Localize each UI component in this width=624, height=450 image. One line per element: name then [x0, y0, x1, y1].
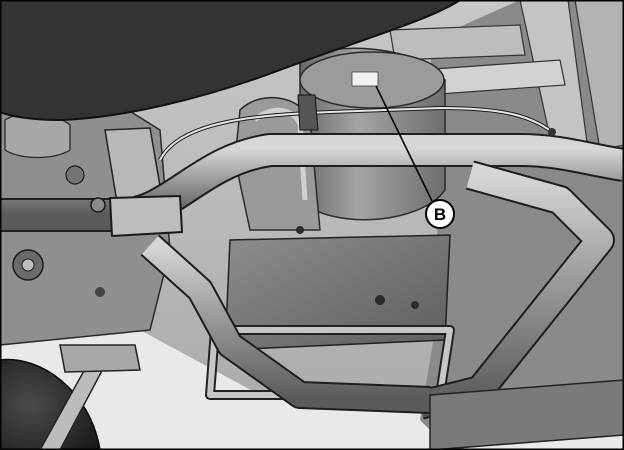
canister-label: [351, 71, 379, 87]
linkage-bracket: [59, 344, 141, 373]
callout-label: B: [434, 205, 446, 224]
plate-hole-2: [375, 295, 385, 305]
plate-hole-4: [296, 226, 304, 234]
tube-clamp: [108, 194, 184, 238]
callout-circle: [425, 199, 455, 229]
callout-leader: [375, 85, 434, 204]
clamp-bolt: [90, 197, 106, 213]
bolt-left-3: [95, 287, 105, 297]
bolt-left-2: [65, 165, 85, 185]
housing-right: [429, 379, 624, 450]
fender: [0, 0, 460, 120]
throttle-cable-inner: [159, 106, 553, 161]
fender-edge: [0, 0, 461, 122]
callout-b: B: [425, 199, 455, 229]
top-pipe: [389, 24, 526, 61]
lower-left-tube: [141, 236, 431, 412]
cable-end: [548, 128, 556, 136]
right-upright-2: [574, 0, 624, 151]
bolt-left-1-center: [21, 258, 35, 272]
cable-bracket: [297, 94, 319, 131]
plate-hole-3: [411, 301, 419, 309]
